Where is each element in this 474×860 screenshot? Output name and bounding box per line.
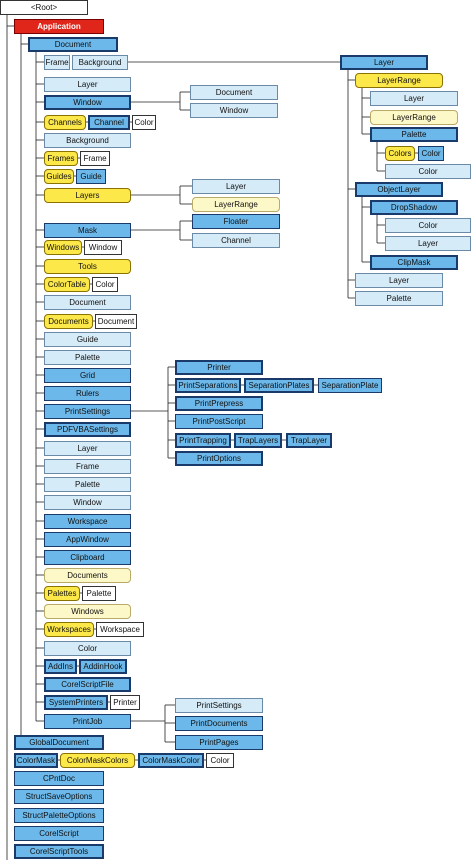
node-r-clipmask: ClipMask bbox=[370, 255, 458, 270]
node-root: <Root> bbox=[0, 0, 88, 15]
node-pdfvba: PDFVBASettings bbox=[44, 422, 131, 437]
node-app: Application bbox=[14, 19, 104, 34]
node-separationplate: SeparationPlate bbox=[318, 378, 382, 393]
node-printsettings: PrintSettings bbox=[44, 404, 131, 419]
node-r-palette: Palette bbox=[370, 127, 458, 142]
node-document-b: Document bbox=[44, 295, 131, 310]
node-r-dropshadow: DropShadow bbox=[370, 200, 458, 215]
node-printer-b: Printer bbox=[110, 695, 140, 710]
node-w-window: Window bbox=[190, 103, 278, 118]
node-frames: Frames bbox=[44, 151, 78, 166]
node-addinhook: AddinHook bbox=[79, 659, 127, 674]
node-color-cm: Color bbox=[206, 753, 234, 768]
node-frame-b: Frame bbox=[44, 459, 131, 474]
node-guides: Guides bbox=[44, 169, 74, 184]
node-r-layerrange: LayerRange bbox=[355, 73, 443, 88]
node-r-color3: Color bbox=[385, 218, 471, 233]
node-tools: Tools bbox=[44, 259, 131, 274]
node-r-layerrange2: LayerRange bbox=[370, 110, 458, 125]
node-addins: AddIns bbox=[44, 659, 77, 674]
node-globaldocument: GlobalDocument bbox=[14, 735, 104, 750]
node-palette-b: Palette bbox=[44, 350, 131, 365]
node-colortable: ColorTable bbox=[44, 277, 90, 292]
node-pj-printdocuments: PrintDocuments bbox=[175, 716, 263, 731]
node-w-document: Document bbox=[190, 85, 278, 100]
node-window-b: Window bbox=[44, 495, 131, 510]
node-printtrapping: PrintTrapping bbox=[175, 433, 231, 448]
node-r-layer3: Layer bbox=[385, 236, 471, 251]
node-channels: Channels bbox=[44, 115, 86, 130]
node-documents: Documents bbox=[44, 314, 93, 329]
node-layer-b: Layer bbox=[44, 441, 131, 456]
node-traplayers: TrapLayers bbox=[234, 433, 282, 448]
node-window-doc: Window bbox=[44, 95, 131, 110]
node-m-floater: Floater bbox=[192, 214, 280, 229]
node-r-color2: Color bbox=[385, 164, 471, 179]
node-printpostscript: PrintPostScript bbox=[175, 414, 263, 429]
node-channel: Channel bbox=[88, 115, 130, 130]
node-colormaskcolor: ColorMaskColor bbox=[138, 753, 204, 768]
node-r-palette2: Palette bbox=[355, 291, 443, 306]
node-separationplates: SeparationPlates bbox=[244, 378, 314, 393]
node-r-layer2: Layer bbox=[370, 91, 458, 106]
node-palette-c: Palette bbox=[44, 477, 131, 492]
node-palette-d: Palette bbox=[82, 586, 116, 601]
node-mask: Mask bbox=[44, 223, 131, 238]
node-clipboard: Clipboard bbox=[44, 550, 131, 565]
node-structpalette: StructPaletteOptions bbox=[14, 808, 104, 823]
node-r-color: Color bbox=[418, 146, 444, 161]
node-guide-b: Guide bbox=[44, 332, 131, 347]
node-frame2: Frame bbox=[80, 151, 110, 166]
node-document: Document bbox=[28, 37, 118, 52]
node-systemprinters: SystemPrinters bbox=[44, 695, 108, 710]
node-traplayer: TrapLayer bbox=[286, 433, 332, 448]
node-background2: Background bbox=[44, 133, 131, 148]
node-guide: Guide bbox=[76, 169, 106, 184]
node-r-objectlayer: ObjectLayer bbox=[355, 182, 443, 197]
node-r-layer4: Layer bbox=[355, 273, 443, 288]
node-color-ct: Color bbox=[92, 277, 118, 292]
node-workspace: Workspace bbox=[44, 514, 131, 529]
node-printseparations: PrintSeparations bbox=[175, 378, 241, 393]
node-printer: Printer bbox=[175, 360, 263, 375]
node-workspace2: Workspace bbox=[96, 622, 144, 637]
node-printoptions: PrintOptions bbox=[175, 451, 263, 466]
node-m-channel: Channel bbox=[192, 233, 280, 248]
node-layer-doc: Layer bbox=[44, 77, 131, 92]
node-cpntdoc: CPntDoc bbox=[14, 771, 104, 786]
node-window2: Window bbox=[84, 240, 122, 255]
node-frame: Frame bbox=[44, 55, 70, 70]
node-colormaskcolors: ColorMaskColors bbox=[60, 753, 135, 768]
node-corelscriptfile: CorelScriptFile bbox=[44, 677, 131, 692]
node-corelscript: CorelScript bbox=[14, 826, 104, 841]
node-appwindow: AppWindow bbox=[44, 532, 131, 547]
node-printjob: PrintJob bbox=[44, 714, 131, 729]
node-windows-cream: Windows bbox=[44, 604, 131, 619]
node-layers: Layers bbox=[44, 188, 131, 203]
node-r-layer: Layer bbox=[340, 55, 428, 70]
node-workspaces: Workspaces bbox=[44, 622, 94, 637]
node-documents-cream: Documents bbox=[44, 568, 131, 583]
node-palettes: Palettes bbox=[44, 586, 80, 601]
node-l-layerrange: LayerRange bbox=[192, 197, 280, 212]
node-l-layer: Layer bbox=[192, 179, 280, 194]
node-pj-printpages: PrintPages bbox=[175, 735, 263, 750]
node-corelscripttools: CorelScriptTools bbox=[14, 844, 104, 859]
node-document-c: Document bbox=[95, 314, 137, 329]
node-printprepress: PrintPrepress bbox=[175, 396, 263, 411]
node-grid: Grid bbox=[44, 368, 131, 383]
node-pj-printsettings: PrintSettings bbox=[175, 698, 263, 713]
node-colormask: ColorMask bbox=[14, 753, 58, 768]
node-background: Background bbox=[72, 55, 128, 70]
node-structsave: StructSaveOptions bbox=[14, 789, 104, 804]
node-color-ch: Color bbox=[132, 115, 156, 130]
node-rulers: Rulers bbox=[44, 386, 131, 401]
node-r-colors: Colors bbox=[385, 146, 415, 161]
node-color-b: Color bbox=[44, 641, 131, 656]
node-windows: Windows bbox=[44, 240, 82, 255]
